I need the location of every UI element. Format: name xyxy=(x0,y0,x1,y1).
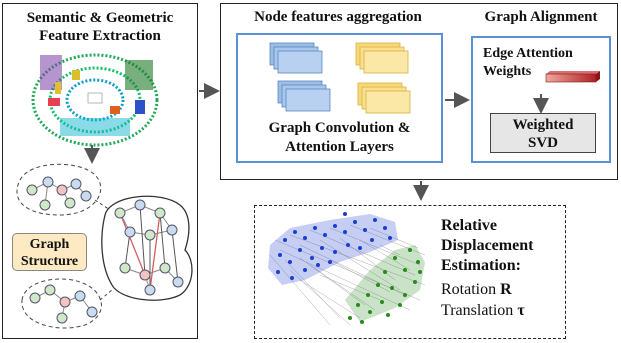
rotation-symbol: R xyxy=(500,281,512,298)
estimation-title: Relative Displacement Estimation: xyxy=(441,216,561,276)
graph-structure-label-line1: Graph xyxy=(29,237,70,252)
translation-text: Translation xyxy=(441,302,518,319)
edge-attention-label: Edge Attention Weights xyxy=(483,45,603,81)
conv-layers-label-line1: Graph Convolution & xyxy=(268,120,411,136)
weighted-svd-box: Weighted SVD xyxy=(490,113,596,153)
translation-symbol: τ xyxy=(517,302,525,319)
graph-structure-label-line2: Structure xyxy=(20,254,79,269)
rotation-text: Rotation xyxy=(441,281,501,298)
feature-extraction-title-line2: Feature Extraction xyxy=(39,28,161,44)
alignment-title: Graph Alignment xyxy=(484,9,598,25)
estimation-title-line3: Estimation: xyxy=(441,257,521,274)
conv-layers-label: Graph Convolution & Attention Layers xyxy=(238,119,441,157)
estimation-title-line2: Displacement xyxy=(441,237,534,254)
feature-extraction-title: Semantic & Geometric Feature Extraction xyxy=(4,9,196,45)
weighted-svd-line2: SVD xyxy=(527,135,558,151)
estimation-panel xyxy=(254,205,566,339)
estimation-title-line1: Relative xyxy=(441,217,497,234)
aggregation-box xyxy=(236,33,443,163)
rotation-line: Rotation R xyxy=(441,280,565,300)
graph-structure-label: Graph Structure xyxy=(12,233,87,271)
weighted-svd-line1: Weighted xyxy=(512,117,574,133)
conv-layers-label-line2: Attention Layers xyxy=(285,139,394,155)
edge-attention-label-line1: Edge Attention xyxy=(483,46,573,61)
processing-panel xyxy=(220,3,618,180)
aggregation-title: Node features aggregation xyxy=(254,9,422,25)
edge-attention-label-line2: Weights xyxy=(483,64,532,79)
alignment-box xyxy=(471,36,611,163)
feature-extraction-title-line1: Semantic & Geometric xyxy=(26,10,174,26)
feature-extraction-panel xyxy=(2,3,198,339)
translation-line: Translation τ xyxy=(441,301,565,321)
